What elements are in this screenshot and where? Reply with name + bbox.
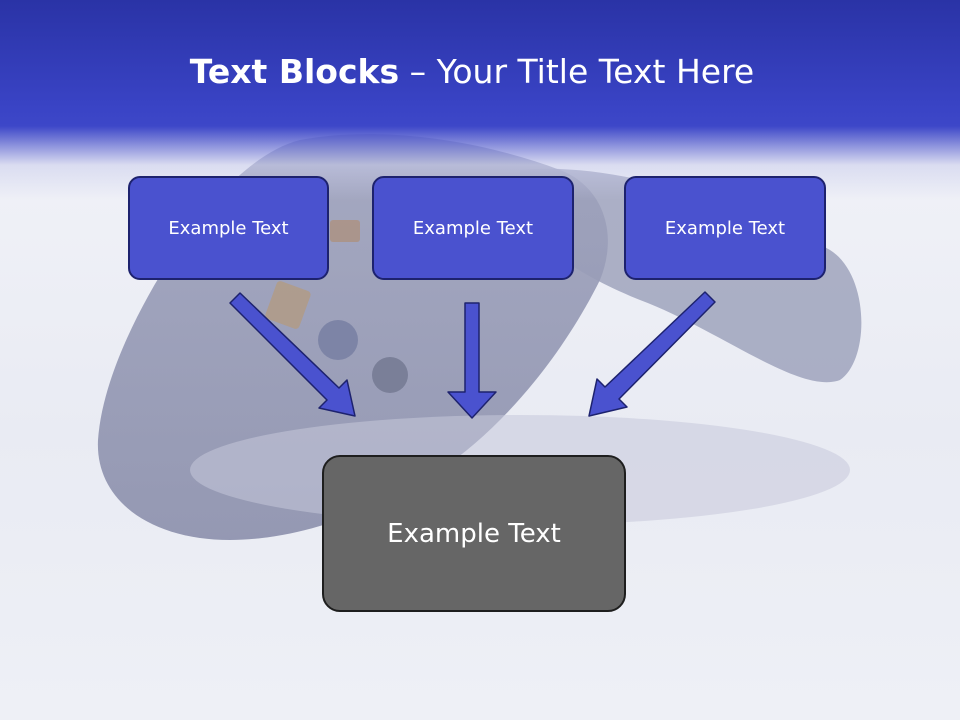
text-block-3-label: Example Text (664, 217, 786, 239)
arrow-down-icon (447, 302, 497, 419)
title-rest: – Your Title Text Here (399, 52, 755, 91)
title-bold: Text Blocks (189, 52, 400, 91)
text-block-2-label: Example Text (412, 217, 534, 239)
arrow-down-right-icon (229, 292, 356, 417)
slide-title: Text Blocks – Your Title Text Here (0, 52, 944, 91)
text-block-1-label: Example Text (168, 217, 289, 239)
text-block-1[interactable]: Example Text (128, 176, 329, 280)
text-block-3[interactable]: Example Text (624, 176, 826, 280)
arrow-down-left-icon (588, 291, 716, 417)
target-text-block-label: Example Text (387, 518, 561, 549)
text-block-2[interactable]: Example Text (372, 176, 574, 280)
title-bar (0, 0, 960, 200)
target-text-block[interactable]: Example Text (322, 455, 626, 612)
